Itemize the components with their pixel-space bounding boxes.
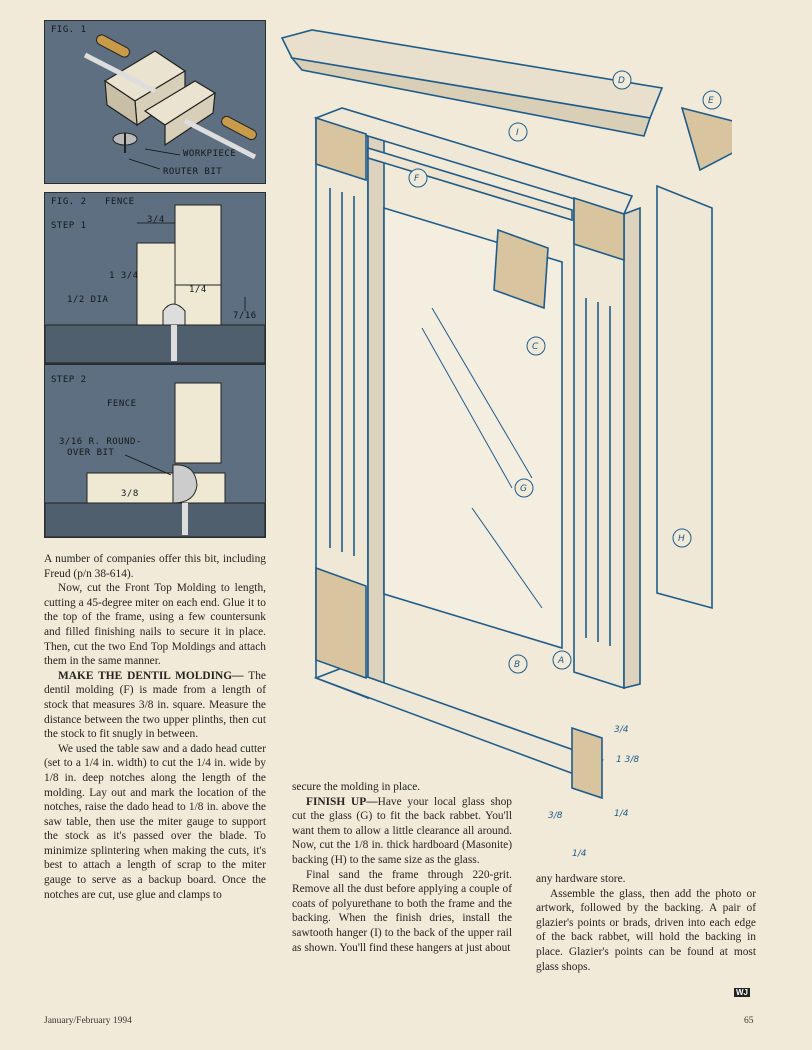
- col2-para-2-text: Have your local glass shop cut the glass…: [292, 795, 512, 866]
- dim-three-quarter: 3/4: [614, 725, 629, 735]
- end-mark: WJ: [734, 988, 750, 997]
- dim-one-three-eighths: 1 3/8: [616, 755, 639, 765]
- col1-para-2: Now, cut the Front Top Molding to length…: [44, 582, 266, 668]
- step1-dim-right: 7/16: [233, 311, 257, 321]
- page-number: 65: [744, 1016, 754, 1026]
- diagram-dimensions: 3/4 1 3/8 3/8 1/4 1/4: [548, 725, 639, 859]
- callout-d: D: [618, 76, 625, 86]
- step2-fence-label: FENCE: [107, 399, 137, 409]
- step2-illustration: [45, 382, 265, 537]
- diagram-callouts: D E I F C G H B A: [408, 70, 722, 674]
- fig2-step1-panel: FIG. 2 STEP 1 FENCE 3/4 1 3/4 1/4 1/2 DI…: [44, 192, 266, 364]
- callout-b: B: [514, 660, 520, 670]
- dim-three-eighths: 3/8: [548, 811, 563, 821]
- column-1: A number of companies offer this bit, in…: [44, 552, 266, 902]
- step2-title: STEP 2: [51, 375, 87, 385]
- callout-a: A: [557, 656, 564, 666]
- dentil-heading: MAKE THE DENTIL MOLDING—: [58, 669, 244, 682]
- step1-illustration: [45, 204, 265, 363]
- col1-para-1: A number of companies offer this bit, in…: [44, 553, 266, 580]
- dim-quarter-b: 1/4: [614, 809, 629, 819]
- step2-bit-line1: 3/16 R. ROUND-: [59, 437, 142, 447]
- col2-para-2: FINISH UP—Have your local glass shop cut…: [292, 795, 512, 868]
- finish-heading: FINISH UP—: [306, 795, 378, 808]
- issue-date: January/February 1994: [44, 1016, 132, 1026]
- step2-bit-line2: OVER BIT: [67, 448, 115, 458]
- callout-c: C: [532, 342, 539, 352]
- callout-i: I: [516, 128, 519, 138]
- fig1-panel: FIG. 1 WORKPIECE ROUTER BIT: [44, 20, 266, 184]
- clamp-router-illustration: [83, 34, 257, 170]
- router-bit-label: ROUTER BIT: [163, 167, 223, 177]
- step1-fence-label: FENCE: [105, 197, 135, 207]
- step1-dia-label: 1/2 DIA: [67, 295, 109, 305]
- col1-para-4: We used the table saw and a dado head cu…: [44, 742, 266, 901]
- workpiece-label: WORKPIECE: [183, 149, 237, 159]
- col2-para-1: secure the molding in place.: [292, 781, 421, 793]
- col2-para-3: Final sand the frame through 220-grit. R…: [292, 868, 512, 954]
- frame-exploded-diagram: D E I F C G H B A 3/4 1 3/8 3/8 1/4 1/4: [280, 29, 732, 859]
- col1-para-3: MAKE THE DENTIL MOLDING— The dentil mold…: [44, 669, 266, 742]
- fig2-title: FIG. 2: [51, 197, 87, 207]
- dim-quarter-a: 1/4: [572, 849, 587, 859]
- column-3: any hardware store. Assemble the glass, …: [536, 872, 756, 974]
- callout-e: E: [708, 96, 714, 106]
- col3-para-2-text: Assemble the glass, then add the photo o…: [536, 887, 756, 973]
- fig2-step2-panel: STEP 2 FENCE 3/16 R. ROUND- OVER BIT 3/8: [44, 364, 266, 538]
- col3-para-1: any hardware store.: [536, 873, 626, 885]
- callout-f: F: [414, 174, 420, 184]
- step2-dim: 3/8: [121, 489, 139, 499]
- col3-para-2: Assemble the glass, then add the photo o…: [536, 887, 756, 975]
- fig1-title: FIG. 1: [51, 25, 87, 35]
- step1-dim-top: 3/4: [147, 215, 165, 225]
- step1-dim-height: 1 3/4: [109, 271, 139, 281]
- callout-h: H: [678, 534, 685, 544]
- col1-para-3-text: The dentil molding (F) is made from a le…: [44, 669, 266, 741]
- column-2: secure the molding in place. FINISH UP—H…: [292, 780, 512, 955]
- step1-title: STEP 1: [51, 221, 87, 231]
- callout-g: G: [520, 484, 527, 494]
- step1-dim-mid: 1/4: [189, 285, 207, 295]
